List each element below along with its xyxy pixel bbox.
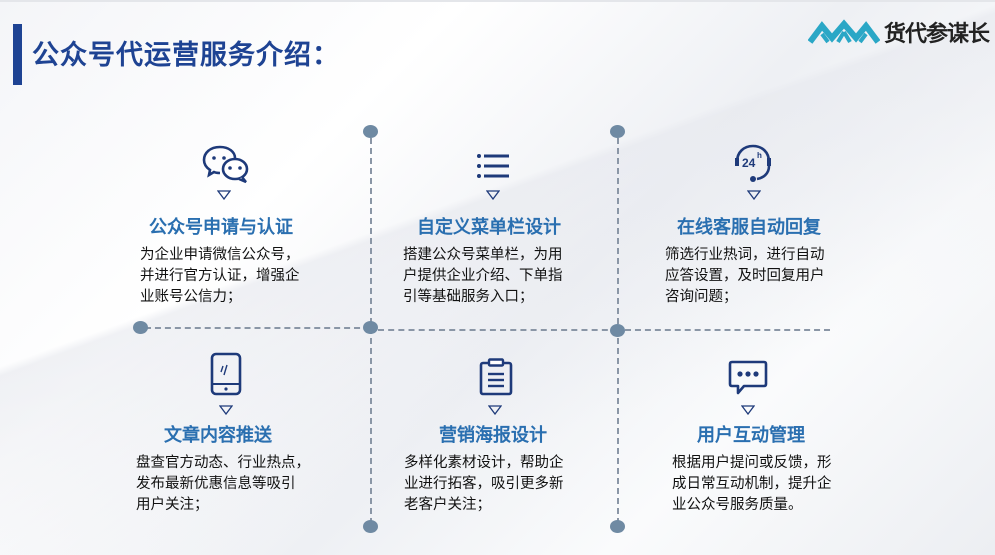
service-description: 盘查官方动态、行业热点， 发布最新优惠信息等吸引 用户关注； xyxy=(136,455,310,513)
top-border xyxy=(0,0,995,2)
down-triangle-icon xyxy=(747,190,761,200)
service-description: 根据用户提问或反馈，形 成日常互动机制，提升企 业公众号服务质量。 xyxy=(672,455,832,513)
service-title: 营销海报设计 xyxy=(439,425,547,446)
grid-node xyxy=(363,321,378,334)
down-triangle-icon xyxy=(219,405,233,415)
title-accent-bar xyxy=(13,24,22,85)
grid-node xyxy=(133,321,148,334)
headset-24h-icon: 24 h xyxy=(731,142,775,186)
service-title: 用户互动管理 xyxy=(697,425,805,446)
service-description: 多样化素材设计，帮助企 业进行拓客，吸引更多新 老客户关注； xyxy=(404,455,564,513)
grid-node xyxy=(363,125,378,138)
service-description: 筛选行业热词，进行自动 应答设置，及时回复用户 咨询问题； xyxy=(665,247,825,305)
svg-text:h: h xyxy=(757,151,762,160)
down-triangle-icon xyxy=(488,405,502,415)
wechat-icon xyxy=(202,144,250,184)
grid-horizontal-line-right xyxy=(625,329,830,331)
service-description: 搭建公众号菜单栏，为用 户提供企业介绍、下单指 引等基础服务入口； xyxy=(403,247,563,305)
service-description: 为企业申请微信公众号， 并进行官方认证，增强企 业账号公信力； xyxy=(140,247,300,305)
grid-node xyxy=(363,520,378,533)
clipboard-icon xyxy=(479,358,513,396)
grid-node xyxy=(610,520,625,533)
service-title: 自定义菜单栏设计 xyxy=(417,217,561,238)
page-title: 公众号代运营服务介绍： xyxy=(32,40,340,71)
brand-logo: 货代参谋长 xyxy=(808,16,990,48)
down-triangle-icon xyxy=(217,190,231,200)
brand-logo-mark-icon xyxy=(808,19,880,44)
svg-text:24: 24 xyxy=(742,156,756,170)
service-title: 文章内容推送 xyxy=(164,425,272,446)
service-title: 在线客服自动回复 xyxy=(677,217,821,238)
grid-horizontal-line-left xyxy=(145,327,370,329)
brand-name: 货代参谋长 xyxy=(884,22,990,47)
down-triangle-icon xyxy=(741,405,755,415)
down-triangle-icon xyxy=(486,190,500,200)
mobile-phone-icon xyxy=(210,352,242,396)
grid-horizontal-line-mid xyxy=(378,329,618,331)
grid-node xyxy=(610,324,625,337)
service-title: 公众号申请与认证 xyxy=(149,217,293,238)
chat-bubble-icon xyxy=(728,360,768,396)
grid-node xyxy=(610,125,625,138)
menu-list-icon xyxy=(476,153,510,179)
